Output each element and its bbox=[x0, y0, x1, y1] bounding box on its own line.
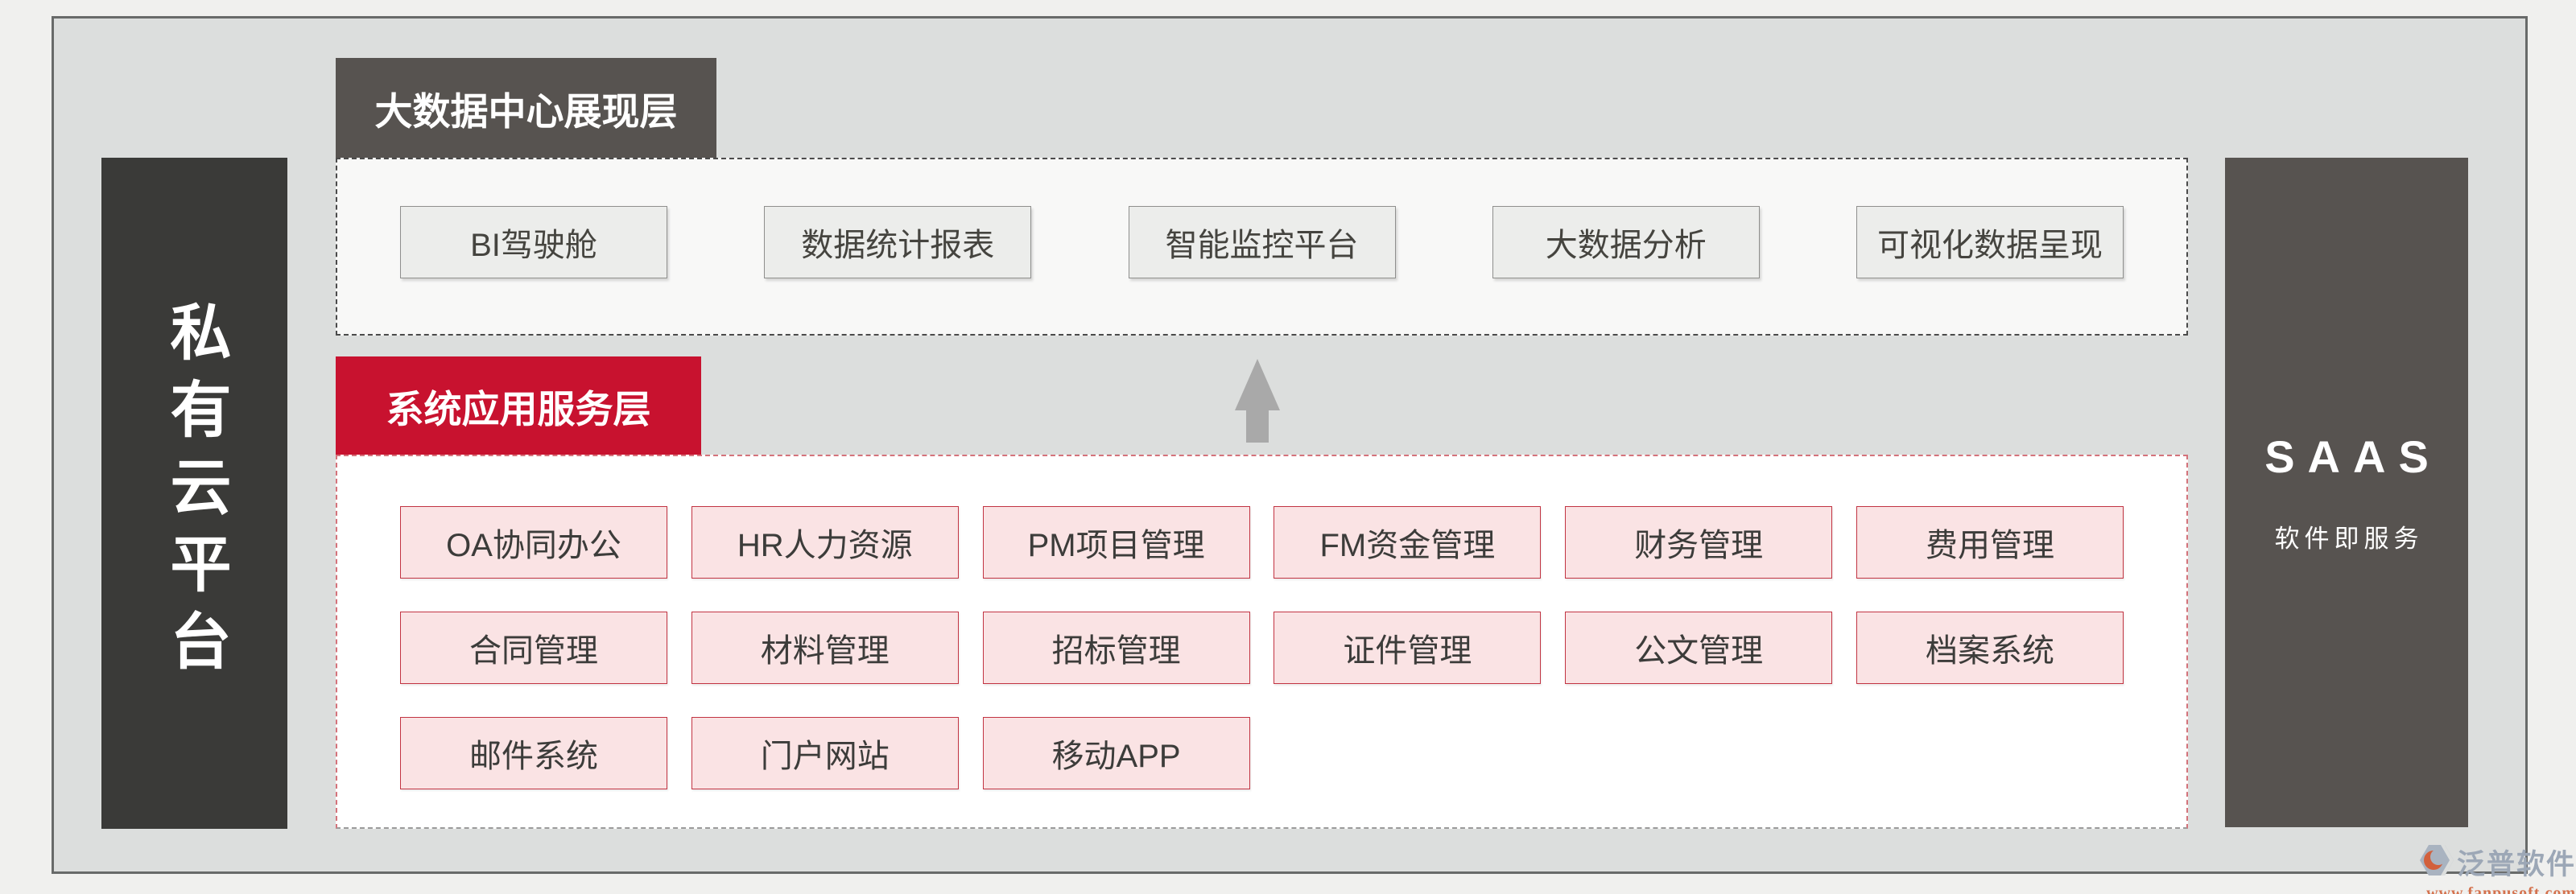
module-statistics-report: 数据统计报表 bbox=[764, 206, 1032, 278]
module-bidding: 招标管理 bbox=[982, 612, 1250, 684]
service-layer-header: 系统应用服务层 bbox=[336, 356, 701, 455]
saas-subtitle: 软件即服务 bbox=[2274, 525, 2424, 553]
module-portal: 门户网站 bbox=[691, 717, 959, 789]
private-cloud-platform-bar: 私有云平台 bbox=[101, 158, 287, 829]
module-official-doc: 公文管理 bbox=[1565, 612, 1833, 684]
module-oa: OA协同办公 bbox=[400, 506, 667, 579]
saas-bar: SAAS 软件即服务 bbox=[2225, 158, 2468, 827]
module-contract: 合同管理 bbox=[400, 612, 667, 684]
watermark-brand-text: 泛普软件 bbox=[2456, 849, 2576, 880]
module-fm: FM资金管理 bbox=[1274, 506, 1542, 579]
module-archive: 档案系统 bbox=[1856, 612, 2124, 684]
module-hr: HR人力资源 bbox=[691, 506, 959, 579]
presentation-layer-title: 大数据中心展现层 bbox=[374, 89, 678, 133]
watermark-url: www.fanpusoft.com bbox=[2426, 884, 2576, 894]
module-mail: 邮件系统 bbox=[400, 717, 667, 789]
module-big-data-analysis: 大数据分析 bbox=[1492, 206, 1760, 278]
service-layer-title: 系统应用服务层 bbox=[386, 387, 651, 431]
module-smart-monitoring: 智能监控平台 bbox=[1128, 206, 1396, 278]
service-layer-box: OA协同办公 HR人力资源 PM项目管理 FM资金管理 财务管理 费用管理 合同… bbox=[336, 455, 2188, 829]
module-certificate: 证件管理 bbox=[1274, 612, 1542, 684]
module-expense: 费用管理 bbox=[1856, 506, 2124, 579]
module-bi-cockpit: BI驾驶舱 bbox=[400, 206, 667, 278]
up-arrow-icon bbox=[1235, 359, 1280, 443]
private-cloud-platform-label: 私有云平台 bbox=[160, 300, 229, 686]
module-mobile-app: 移动APP bbox=[982, 717, 1250, 789]
module-material: 材料管理 bbox=[691, 612, 959, 684]
saas-title: SAAS bbox=[2264, 431, 2442, 482]
fanpu-logo-icon bbox=[2419, 845, 2454, 880]
presentation-layer-header: 大数据中心展现层 bbox=[336, 58, 716, 158]
module-finance: 财务管理 bbox=[1565, 506, 1833, 579]
module-data-visualization: 可视化数据呈现 bbox=[1856, 206, 2124, 278]
module-pm: PM项目管理 bbox=[982, 506, 1250, 579]
presentation-layer-box: BI驾驶舱 数据统计报表 智能监控平台 大数据分析 可视化数据呈现 bbox=[336, 158, 2188, 336]
watermark: 泛普软件 www.fanpusoft.com bbox=[2407, 842, 2576, 894]
